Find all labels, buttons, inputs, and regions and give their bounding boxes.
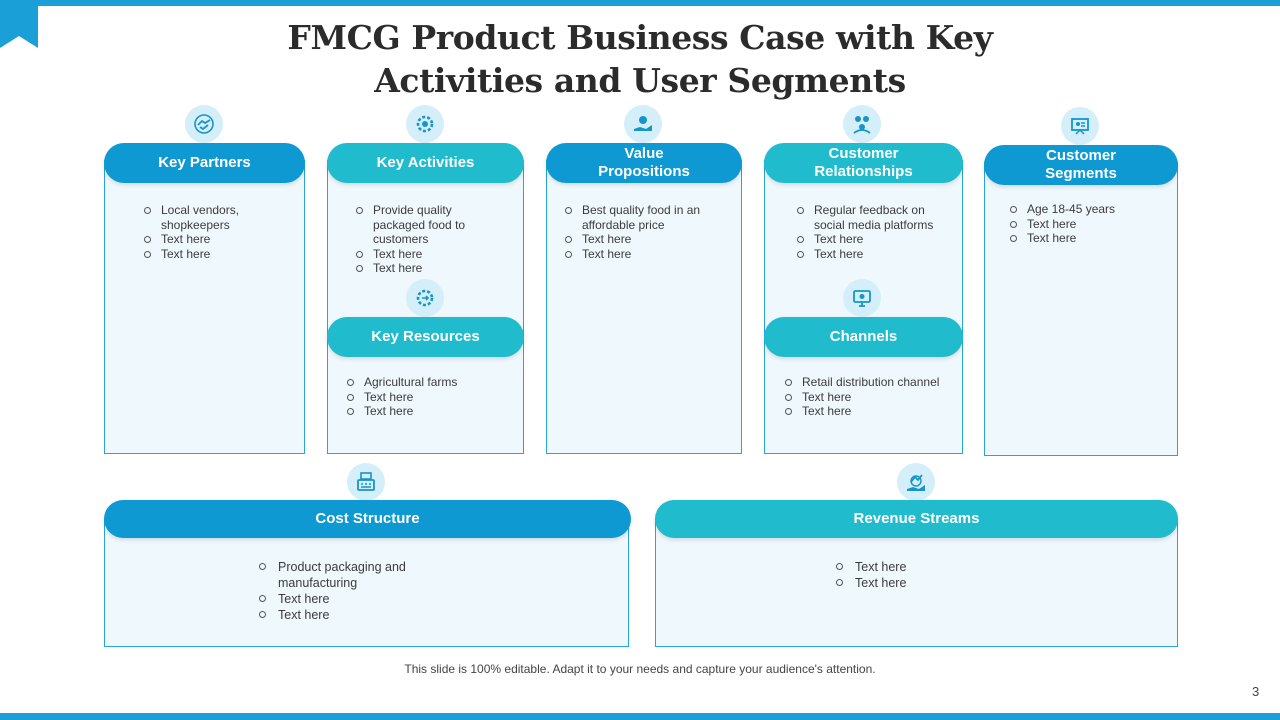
top-accent-bar	[0, 0, 1280, 6]
list-item: Text here	[258, 607, 458, 623]
list-item: Text here	[355, 247, 505, 262]
list-item: Text here	[1009, 217, 1159, 232]
list-item: Text here	[143, 247, 293, 262]
channels-list: Retail distribution channel Text here Te…	[784, 375, 954, 419]
channels-header: Channels	[764, 317, 963, 357]
list-item: Text here	[835, 559, 985, 575]
page-number: 3	[1252, 684, 1260, 699]
list-item: Text here	[258, 591, 458, 607]
list-item: Text here	[796, 232, 956, 247]
list-item: Age 18-45 years	[1009, 202, 1159, 217]
key-activities-list: Provide quality packaged food to custome…	[355, 203, 505, 276]
revenue-streams-list: Text here Text here	[835, 559, 985, 591]
list-item: Best quality food in an affordable price	[564, 203, 724, 232]
revenue-streams-panel	[655, 518, 1178, 647]
customer-segments-list: Age 18-45 years Text here Text here	[1009, 202, 1159, 246]
value-propositions-list: Best quality food in an affordable price…	[564, 203, 724, 261]
key-partners-panel	[104, 160, 305, 454]
key-activities-header: Key Activities	[327, 143, 524, 183]
hand-money-icon	[624, 105, 662, 143]
handshake-icon	[185, 105, 223, 143]
cog-arrows-icon	[406, 279, 444, 317]
list-item: Text here	[1009, 231, 1159, 246]
list-item: Text here	[784, 390, 954, 405]
value-propositions-header: Value Propositions	[546, 143, 742, 183]
bottom-accent-bar	[0, 713, 1280, 720]
revenue-streams-header: Revenue Streams	[655, 500, 1178, 538]
list-item: Text here	[346, 390, 506, 405]
list-item: Text here	[796, 247, 956, 262]
list-item: Text here	[564, 247, 724, 262]
monitor-icon	[843, 279, 881, 317]
list-item: Provide quality packaged food to custome…	[355, 203, 505, 247]
list-item: Regular feedback on social media platfor…	[796, 203, 956, 232]
hand-growth-icon	[897, 463, 935, 501]
list-item: Text here	[784, 404, 954, 419]
key-partners-list: Local vendors, shopkeepers Text here Tex…	[143, 203, 293, 261]
list-item: Retail distribution channel	[784, 375, 954, 390]
cost-structure-header: Cost Structure	[104, 500, 631, 538]
key-partners-header: Key Partners	[104, 143, 305, 183]
gear-icon	[406, 105, 444, 143]
presentation-icon	[1061, 107, 1099, 145]
page-title: FMCG Product Business Case with Key Acti…	[287, 18, 993, 100]
list-item: Agricultural farms	[346, 375, 506, 390]
list-item: Product packaging and manufacturing	[258, 559, 458, 591]
list-item: Text here	[143, 232, 293, 247]
list-item: Text here	[346, 404, 506, 419]
footer-note: This slide is 100% editable. Adapt it to…	[404, 662, 876, 676]
key-resources-header: Key Resources	[327, 317, 524, 357]
key-resources-list: Agricultural farms Text here Text here	[346, 375, 506, 419]
customer-relationships-list: Regular feedback on social media platfor…	[796, 203, 956, 261]
list-item: Local vendors, shopkeepers	[143, 203, 293, 232]
cost-structure-list: Product packaging and manufacturing Text…	[258, 559, 458, 623]
list-item: Text here	[355, 261, 505, 276]
people-network-icon	[843, 105, 881, 143]
bookmark-ribbon-icon	[0, 0, 38, 48]
customer-relationships-header: Customer Relationships	[764, 143, 963, 183]
customer-segments-header: Customer Segments	[984, 145, 1178, 185]
cash-register-icon	[347, 463, 385, 501]
value-propositions-panel	[546, 160, 742, 454]
list-item: Text here	[564, 232, 724, 247]
list-item: Text here	[835, 575, 985, 591]
